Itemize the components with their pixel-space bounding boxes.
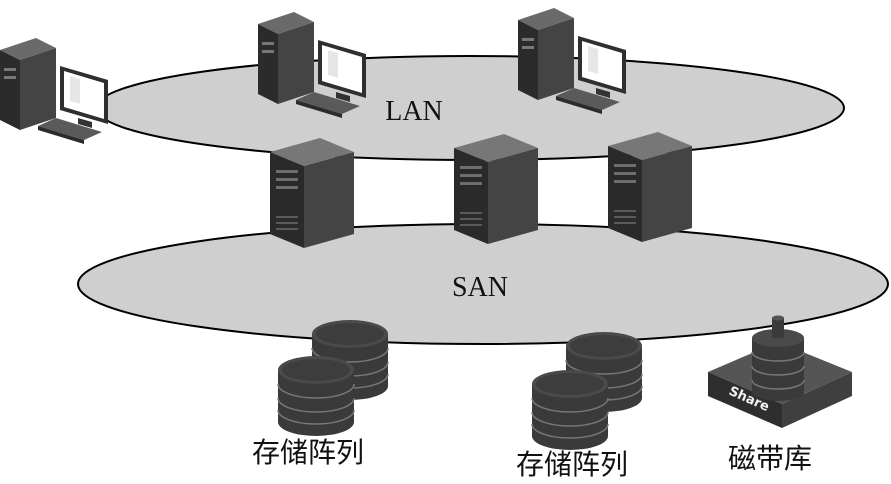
storage-array-2-label: 存储阵列 [516,448,628,481]
server-icon [270,138,354,248]
disk-stack-icon [531,369,609,451]
disk-stack-icon [277,355,355,437]
storage-array-1-label: 存储阵列 [252,436,364,469]
san-label: SAN [452,272,508,303]
lan-label: LAN [385,96,443,127]
tape-reel-icon [751,315,805,401]
workstation-icon [0,38,108,144]
tape-library: Share [708,315,852,428]
tape-library-label: 磁带库 [728,442,812,475]
storage-array-2 [531,331,643,451]
server-icon [608,132,692,242]
server-icon [454,134,538,244]
